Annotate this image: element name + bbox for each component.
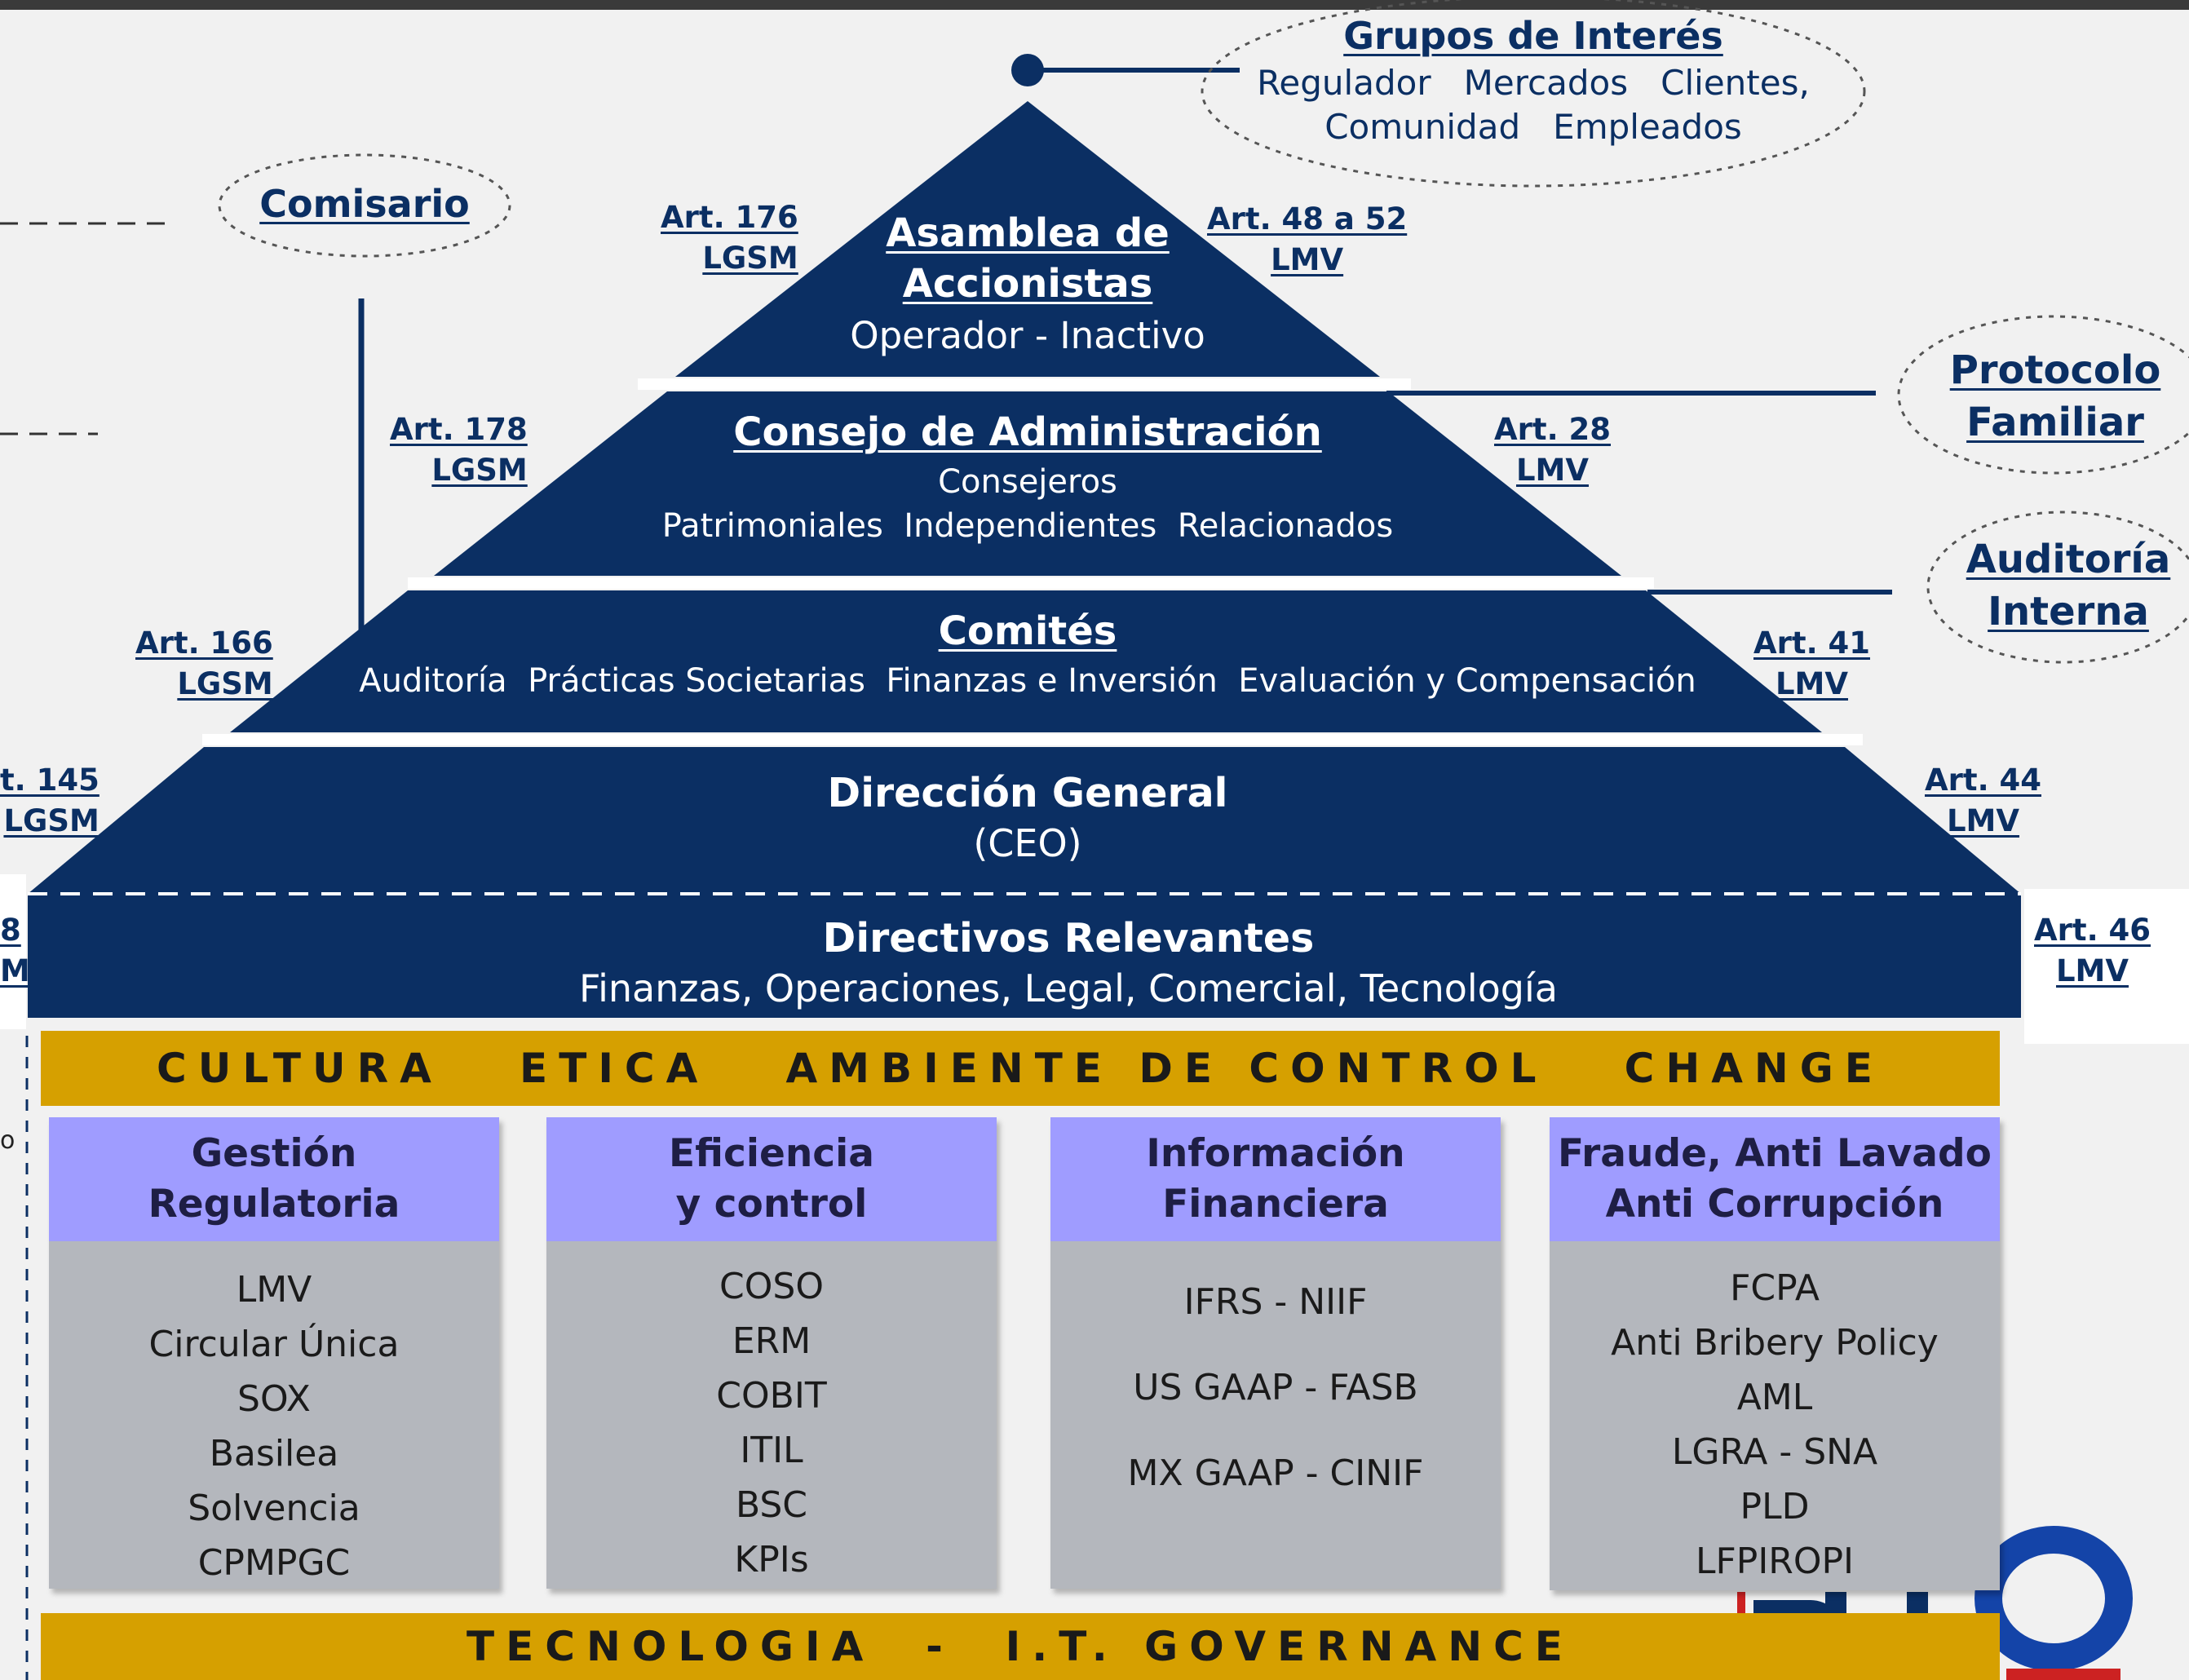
left-white-box	[0, 874, 26, 1029]
directivos-layer	[28, 894, 2021, 1018]
stakeholders-title: Grupos de Interés	[1343, 14, 1723, 58]
asamblea-subtitle: Operador - Inactivo	[850, 314, 1205, 357]
directivos-subtitle: Finanzas, Operaciones, Legal, Comercial,…	[579, 966, 1558, 1010]
consejo-layer	[434, 391, 1621, 576]
auditoria-bubble	[1926, 511, 2189, 664]
comites-layer	[230, 590, 1822, 732]
stakeholders-line2: Comunidad Empleados	[1324, 107, 1742, 147]
consejo-line2: Patrimoniales Independientes Relacionado…	[661, 507, 1394, 545]
logo-letter-o	[1975, 1526, 2133, 1671]
technology-band: TECNOLOGIA - I.T. GOVERNANCE	[41, 1613, 2000, 1680]
auditoria-label-line1: Auditoría	[1966, 537, 2171, 582]
direccion-layer	[28, 747, 2021, 894]
left-edge-fragment: o	[0, 1126, 15, 1155]
protocolo-label-line1: Protocolo	[1949, 347, 2161, 393]
consejo-line1: Consejeros	[938, 463, 1117, 501]
comisario-label: Comisario	[259, 182, 470, 226]
protocolo-label-line2: Familiar	[1966, 400, 2144, 445]
comites-line1: Auditoría Prácticas Societarias Finanzas…	[359, 662, 1696, 700]
protocolo-bubble	[1897, 315, 2189, 475]
culture-band: CULTURA ETICA AMBIENTE DE CONTROL CHANGE	[41, 1031, 2000, 1106]
stakeholders-bubble	[1201, 0, 1866, 188]
comites-title: Comités	[938, 608, 1117, 654]
direccion-subtitle: (CEO)	[973, 821, 1082, 865]
direccion-title: Dirección General	[827, 770, 1228, 816]
asamblea-title-line2: Accionistas	[902, 261, 1153, 307]
right-white-box	[2024, 889, 2189, 1044]
directivos-title: Directivos Relevantes	[822, 915, 1315, 962]
logo-red-underline	[2006, 1669, 2120, 1680]
asamblea-layer	[675, 101, 1380, 377]
stakeholders-line1: Regulador Mercados Clientes,	[1257, 63, 1810, 103]
asamblea-title-line1: Asamblea de	[886, 210, 1170, 256]
comisario-bubble	[218, 153, 511, 258]
consejo-title: Consejo de Administración	[733, 409, 1322, 455]
auditoria-label-line2: Interna	[1988, 589, 2149, 634]
apex-dot	[1011, 54, 1044, 86]
